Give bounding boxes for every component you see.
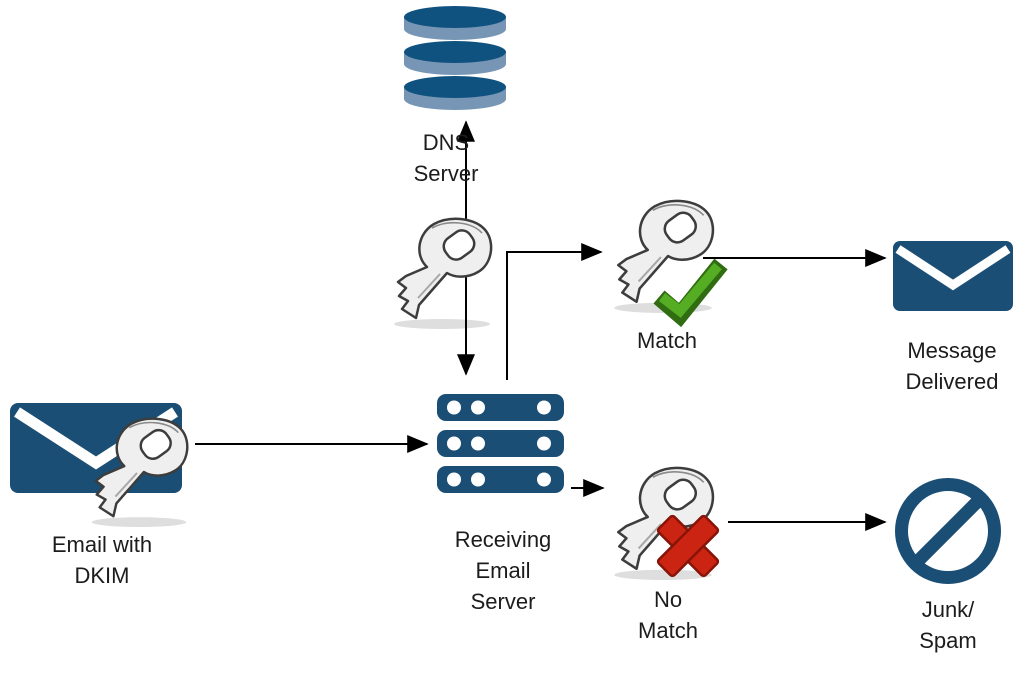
no-match-x-node bbox=[649, 510, 727, 582]
match-label: Match bbox=[637, 328, 697, 353]
receiving-email-server-label: Receiving Email Server bbox=[454, 527, 552, 614]
envelope-icon bbox=[893, 241, 1013, 311]
dns-key-node bbox=[382, 212, 502, 332]
x-icon bbox=[656, 514, 720, 578]
key-icon bbox=[382, 212, 502, 332]
prohibition-icon bbox=[895, 478, 1001, 584]
receiving-email-server-node bbox=[437, 394, 564, 494]
dkim-key-node bbox=[80, 412, 198, 530]
check-icon bbox=[653, 258, 728, 328]
message-delivered-node bbox=[893, 241, 1013, 311]
connector-server-to-match-elbow-arrow bbox=[506, 243, 603, 380]
junk-spam-label: Junk/ Spam bbox=[919, 597, 977, 653]
no-match-label: No Match bbox=[638, 587, 698, 643]
match-check-node bbox=[650, 256, 730, 328]
server-rack-icon bbox=[437, 394, 564, 493]
email-with-dkim-label: Email with DKIM bbox=[51, 532, 153, 588]
dns-server-node bbox=[402, 5, 508, 115]
message-delivered-label: Message Delivered bbox=[905, 338, 999, 394]
key-icon bbox=[80, 412, 198, 530]
database-icon bbox=[404, 6, 506, 110]
dns-server-label: DNS Server bbox=[413, 130, 479, 186]
junk-spam-node bbox=[892, 475, 1004, 587]
